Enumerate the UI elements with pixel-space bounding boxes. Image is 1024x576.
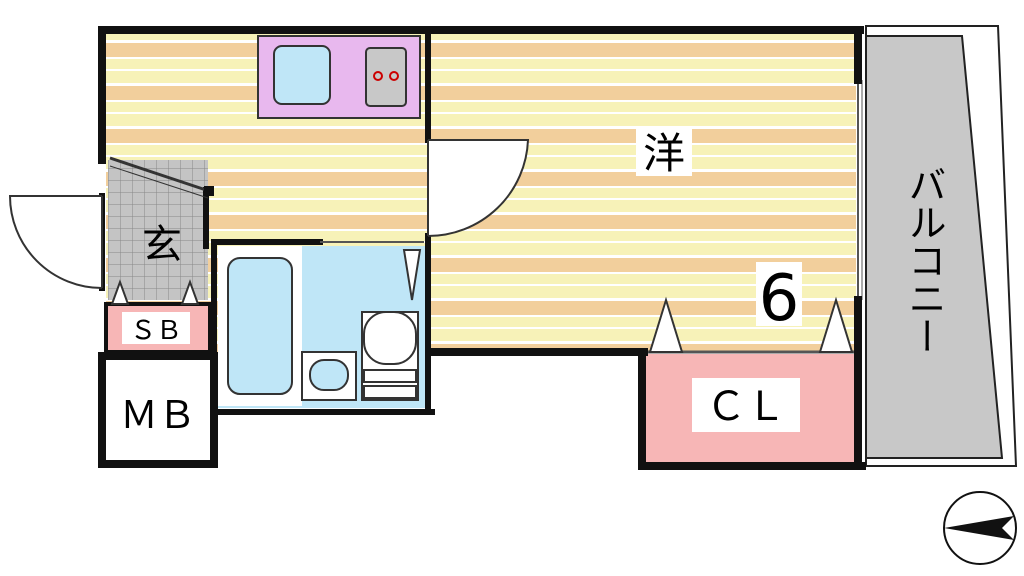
closet-label: ＣＬ [706, 384, 786, 430]
entrance-label: 玄 [142, 222, 182, 268]
washbasin-icon [301, 351, 357, 401]
entrance: 玄 [108, 160, 208, 300]
compass-icon [943, 491, 1017, 565]
bathroom [218, 246, 430, 408]
balcony: バルコニー [857, 25, 1018, 467]
western-room-label: 洋 [643, 129, 685, 178]
toilet-icon [361, 311, 419, 401]
entrance-inner-door[interactable] [109, 156, 214, 199]
meter-box-label: ＭＢ [120, 393, 196, 437]
sink-icon [273, 45, 331, 105]
closet: ＣＬ [644, 296, 858, 464]
kitchen-counter [257, 35, 421, 119]
meter-box: ＭＢ [98, 352, 218, 468]
walls [98, 26, 866, 470]
stove-burners-icon [365, 47, 407, 107]
room-size-label: 6 [759, 262, 800, 336]
entrance-door[interactable] [8, 195, 103, 289]
shoe-box-label: ＳＢ [130, 316, 182, 346]
room-door[interactable] [427, 139, 530, 238]
bathtub-icon [227, 257, 293, 395]
balcony-label: バルコニー [902, 165, 946, 355]
